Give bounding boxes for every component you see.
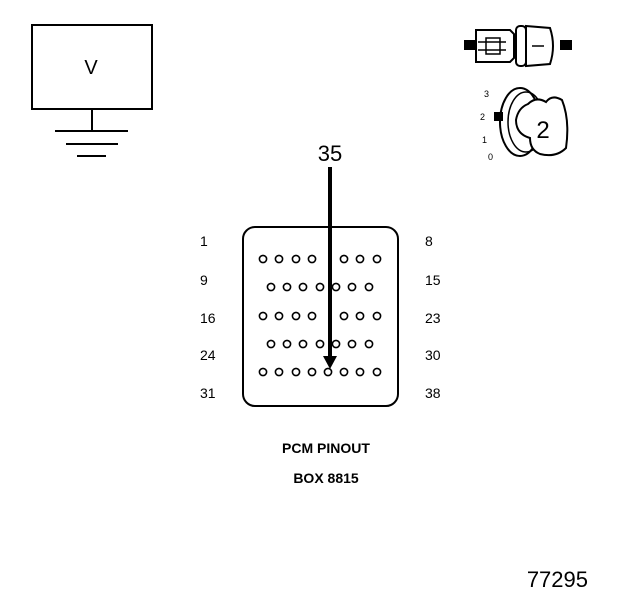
connector-pin-hole [339,254,349,264]
connector-pin-hole [298,282,308,292]
connector-pin-hole [291,254,301,264]
figure-number: 77295 [527,567,588,592]
voltmeter: V [31,24,153,157]
connector-pin-hole [372,254,382,264]
connector-pin-hole [258,311,268,321]
connector-pin-hole [266,282,276,292]
row-label-right: 8 [425,233,433,249]
connector-pin-hole [364,339,374,349]
row-label-left: 31 [200,385,216,401]
connector-pin-hole [258,254,268,264]
ignition-position-1: 1 [482,135,487,145]
connector-pin-hole [347,282,357,292]
caption-subtitle: BOX 8815 [293,470,359,486]
probe-arrow-head [323,356,337,369]
connector-pin-hole [274,254,284,264]
row-labels-left: 1 9 16 24 31 [200,233,216,401]
connector-pin-hole [323,367,333,377]
connector-pin-hole [372,367,382,377]
connector-pin-hole [258,367,268,377]
row-label-right: 38 [425,385,441,401]
connector-pin-hole [274,367,284,377]
row-label-left: 1 [200,233,208,249]
breakout-connector-icon [464,24,572,68]
voltmeter-label: V [84,57,98,79]
connector-pin-hole [282,282,292,292]
connector-pin-hole [347,339,357,349]
row-label-left: 24 [200,347,216,363]
row-label-right: 23 [425,310,441,326]
connector-pin-hole [315,339,325,349]
connector-pin-hole [307,254,317,264]
connector-pin-hole [355,311,365,321]
connector-pin-hole [282,339,292,349]
connector-pin-hole [274,311,284,321]
connector-pin-hole [339,367,349,377]
ignition-switch-icon: 3 2 1 0 2 [480,87,569,162]
caption-title: PCM PINOUT [282,440,370,456]
row-label-left: 9 [200,272,208,288]
connector-pin-hole [298,339,308,349]
probe-arrow [323,167,337,369]
connector-pin-hole [307,311,317,321]
row-label-right: 15 [425,272,441,288]
row-label-left: 16 [200,310,216,326]
row-labels-right: 8 15 23 30 38 [425,233,441,401]
connector-pin-hole [355,367,365,377]
ignition-position-indicator: 2 [536,117,549,144]
connector-body [242,226,399,407]
pcm-connector [242,226,399,407]
connector-pin-hole [291,367,301,377]
ignition-position-3: 3 [484,89,489,99]
ignition-position-0: 0 [488,152,493,162]
connector-pin-hole [331,282,341,292]
connector-pin-hole [355,254,365,264]
connector-pin-hole [266,339,276,349]
pin-callout-label: 35 [318,141,342,166]
connector-pin-hole [315,282,325,292]
connector-pin-hole [291,311,301,321]
connector-pin-hole [364,282,374,292]
connector-pin-hole [372,311,382,321]
connector-pin-hole [307,367,317,377]
connector-pin-hole [331,339,341,349]
ignition-position-2: 2 [480,112,485,122]
row-label-right: 30 [425,347,441,363]
connector-pin-hole [339,311,349,321]
